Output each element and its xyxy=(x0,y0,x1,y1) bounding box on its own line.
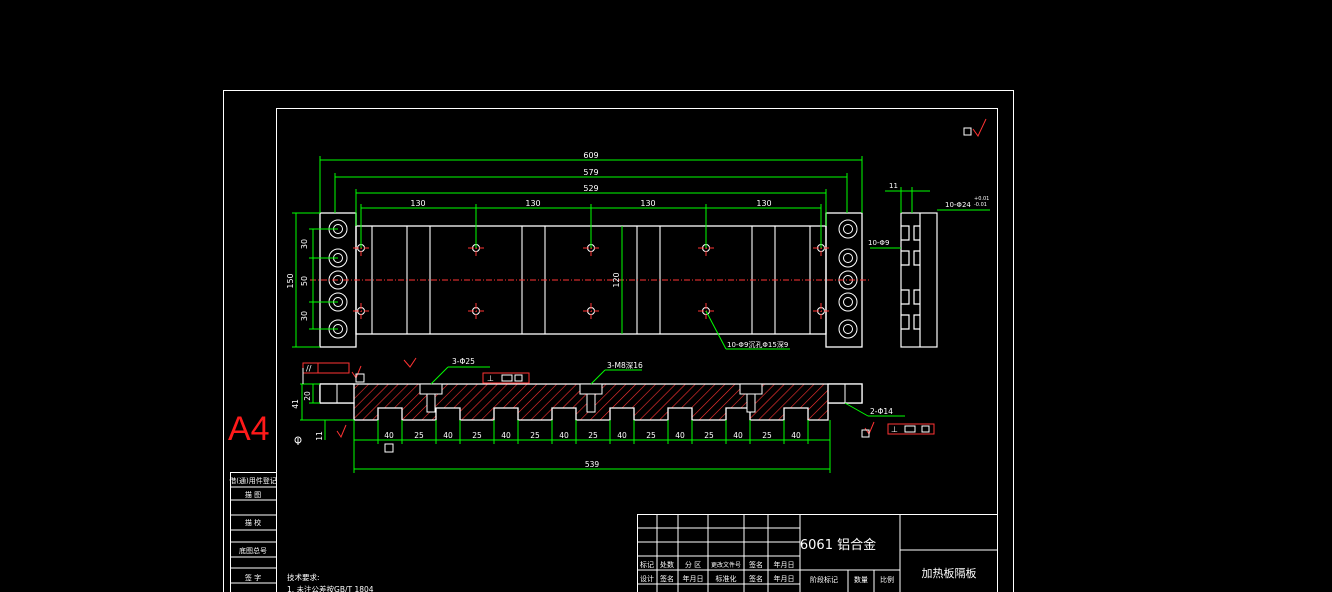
side-view-dimensions xyxy=(870,187,990,249)
tb-label-4: 更改文件号 xyxy=(711,561,741,569)
bottom-dim-3: 40 xyxy=(443,431,453,440)
title-block-text: 6061 铝合金 加热板隔板 标记 处数 分 区 更改文件号 签名 年月日 设计… xyxy=(640,537,977,584)
sheet-size-label: A4 xyxy=(228,410,270,448)
tb-label-5: 签名 xyxy=(749,560,763,569)
holes-10-24: 10-Φ24 xyxy=(945,201,971,209)
dim-20: 20 xyxy=(303,391,312,401)
dim-pitch-1: 130 xyxy=(410,199,425,208)
bottom-dim-13: 40 xyxy=(733,431,743,440)
tb-label-9: 年月日 xyxy=(683,574,704,583)
bottom-dim-15: 40 xyxy=(791,431,801,440)
left-row-3: 描 校 xyxy=(245,518,261,527)
tech-title: 技术要求: xyxy=(287,572,320,582)
dim-609: 609 xyxy=(583,151,598,160)
tech-requirements: 技术要求: 1. 未注公差按GB/T 1804 xyxy=(287,572,374,592)
dim-30b: 30 xyxy=(300,311,309,321)
left-row-2: 描 图 xyxy=(245,490,261,499)
bottom-dim-12: 25 xyxy=(704,431,714,440)
bottom-dim-11: 40 xyxy=(675,431,685,440)
left-row-1: 借(通)用件登记 xyxy=(229,476,276,485)
bottom-dim-9: 40 xyxy=(617,431,627,440)
dim-579: 579 xyxy=(583,168,598,177)
hole-note: 10-Φ9沉孔Φ15深9 xyxy=(727,340,788,349)
top-view-holes xyxy=(310,240,870,319)
tb-label-11: 签名 xyxy=(749,574,763,583)
dim-50: 50 xyxy=(300,276,309,286)
note-m8: 3-M8深16 xyxy=(607,361,643,370)
dim-539: 539 xyxy=(585,460,600,469)
tb-label-7: 设计 xyxy=(640,574,654,583)
gdt-frames: // ⊥ ⊥ xyxy=(294,357,935,453)
tb-label-12: 年月日 xyxy=(774,574,795,583)
top-view-dimensions xyxy=(292,156,863,350)
tb-label-6: 年月日 xyxy=(774,560,795,569)
side-view-text: 11 10-Φ9 10-Φ24 +0.01 -0.01 xyxy=(868,182,989,247)
holes-10-9: 10-Φ9 xyxy=(868,239,889,247)
dim-150: 150 xyxy=(286,273,295,288)
bottom-dim-8: 25 xyxy=(588,431,598,440)
tol-top: +0.01 xyxy=(974,196,989,202)
top-view-dimension-text: 609 579 529 130 130 130 130 150 30 50 30… xyxy=(286,151,788,349)
dim-11-side: 11 xyxy=(889,182,898,190)
part-name: 加热板隔板 xyxy=(922,566,977,580)
front-view-dimensions xyxy=(300,366,905,473)
dim-529: 529 xyxy=(583,184,598,193)
bottom-dim-10: 25 xyxy=(646,431,656,440)
inner-frame xyxy=(276,108,998,592)
tech-line-1: 1. 未注公差按GB/T 1804 xyxy=(287,584,374,592)
svg-text:⊥: ⊥ xyxy=(487,374,494,383)
material: 6061 铝合金 xyxy=(800,537,876,553)
bottom-dim-6: 25 xyxy=(530,431,540,440)
scale-label: 比例 xyxy=(880,575,894,584)
stage-label: 阶段标记 xyxy=(810,575,838,584)
front-view-text: 3-Φ25 3-M8深16 2-Φ14 20 41 11 40 25 40 25… xyxy=(291,357,893,469)
left-table xyxy=(230,472,277,592)
front-view-section xyxy=(319,383,863,421)
bottom-dim-14: 25 xyxy=(762,431,772,440)
note-2-14: 2-Φ14 xyxy=(870,407,893,416)
bottom-dim-2: 25 xyxy=(414,431,424,440)
dim-30a: 30 xyxy=(300,239,309,249)
qty-label: 数量 xyxy=(854,575,868,584)
dim-pitch-3: 130 xyxy=(640,199,655,208)
dim-pitch-2: 130 xyxy=(525,199,540,208)
tb-label-3: 分 区 xyxy=(685,560,701,569)
left-table-text: 借(通)用件登记 描 图 描 校 底图总号 签 字 xyxy=(229,476,276,582)
svg-text://: // xyxy=(306,364,312,373)
bottom-dim-1: 40 xyxy=(384,431,394,440)
roughness-symbol xyxy=(963,118,987,137)
dim-11: 11 xyxy=(315,431,324,441)
tb-label-10: 标准化 xyxy=(716,574,737,583)
tb-label-2: 处数 xyxy=(660,560,674,569)
left-row-4: 底图总号 xyxy=(239,546,267,555)
side-view xyxy=(900,212,938,348)
dim-41: 41 xyxy=(291,399,300,409)
left-row-5: 签 字 xyxy=(245,573,261,582)
title-block xyxy=(637,514,998,592)
bottom-dim-5: 40 xyxy=(501,431,511,440)
dim-120: 120 xyxy=(612,272,621,287)
bottom-dim-7: 40 xyxy=(559,431,569,440)
note-3-25: 3-Φ25 xyxy=(452,357,475,366)
outer-frame xyxy=(223,90,1014,592)
dim-pitch-4: 130 xyxy=(756,199,771,208)
svg-text:⊥: ⊥ xyxy=(891,425,898,434)
tol-bottom: -0.01 xyxy=(974,202,987,208)
bottom-dim-4: 25 xyxy=(472,431,482,440)
tb-label-8: 签名 xyxy=(660,574,674,583)
tb-label-1: 标记 xyxy=(640,560,654,569)
